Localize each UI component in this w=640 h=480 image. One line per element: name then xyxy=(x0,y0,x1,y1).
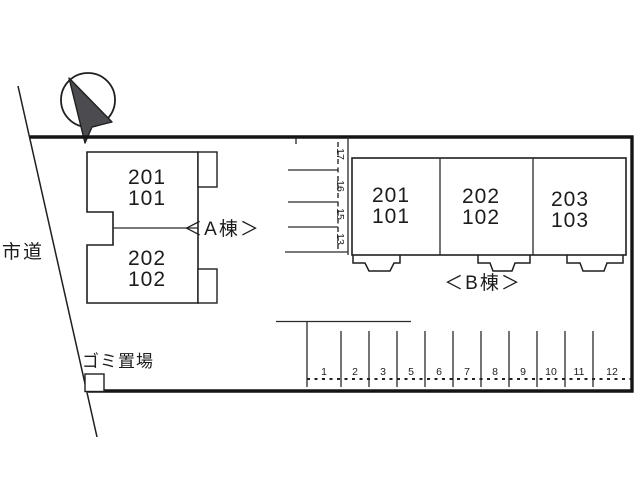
building-b: 201 101 202 102 203 103 ＜B棟＞ xyxy=(351,157,627,294)
parking-bottom: 1 2 3 5 6 7 8 9 10 11 12 xyxy=(276,320,631,387)
building-a-unit1-upper: 201 xyxy=(128,166,166,189)
building-a-porch-top xyxy=(197,151,218,188)
building-b-unit3-lower: 103 xyxy=(551,209,589,232)
parking-space-number: 6 xyxy=(436,366,442,378)
building-b-porch-1 xyxy=(352,255,401,272)
parking-space-number: 15 xyxy=(334,208,346,220)
building-a-unit1-lower: 101 xyxy=(128,187,166,210)
building-a: 201 101 202 102 ＜A棟＞ xyxy=(86,151,261,304)
building-b-unit2-lower: 102 xyxy=(462,206,500,229)
building-b-unit2-upper: 202 xyxy=(462,185,500,208)
building-a-unit2-upper: 202 xyxy=(128,247,166,270)
parking-space-number: 11 xyxy=(574,366,585,378)
road-label: 市道 xyxy=(2,241,44,263)
building-b-porch-2 xyxy=(477,255,531,272)
parking-space-number: 1 xyxy=(321,366,327,378)
building-a-label: ＜A棟＞ xyxy=(183,218,261,240)
building-b-porch-3 xyxy=(566,255,624,272)
parking-space-number: 10 xyxy=(545,366,557,378)
parking-space-number: 13 xyxy=(334,233,346,245)
site-boundary xyxy=(30,135,634,393)
building-b-label: ＜B棟＞ xyxy=(444,272,522,294)
parking-space-number: 2 xyxy=(352,366,358,378)
parking-space-number: 17 xyxy=(334,148,346,160)
road-boundary-line xyxy=(17,85,98,438)
building-a-porch-bottom xyxy=(197,268,218,304)
parking-space-number: 5 xyxy=(408,366,414,378)
parking-space-number: 12 xyxy=(606,366,618,378)
building-b-unit1-lower: 101 xyxy=(372,205,410,228)
building-b-unit3-upper: 203 xyxy=(551,188,589,211)
parking-space-number: 9 xyxy=(520,366,526,378)
building-b-outline xyxy=(351,157,627,256)
parking-side: 17 16 15 13 xyxy=(285,137,349,255)
parking-space-number: 7 xyxy=(464,366,470,378)
parking-space-number: 3 xyxy=(380,366,386,378)
parking-space-number: 8 xyxy=(492,366,498,378)
garbage-label: ゴミ置場 xyxy=(82,351,154,371)
building-a-unit2-lower: 102 xyxy=(128,268,166,291)
parking-space-number: 16 xyxy=(334,180,346,192)
garbage-box xyxy=(84,373,105,393)
building-b-unit1-upper: 201 xyxy=(372,184,410,207)
north-arrow-icon xyxy=(60,72,116,144)
garbage-area: ゴミ置場 xyxy=(82,351,154,393)
